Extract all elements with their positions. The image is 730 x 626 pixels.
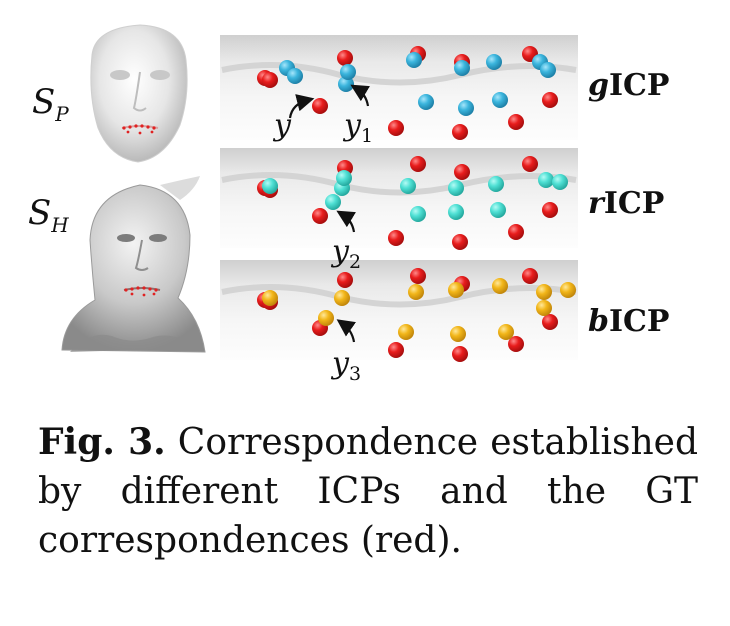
pred-sphere-gicp bbox=[406, 52, 422, 68]
gt-sphere-ricp bbox=[312, 208, 328, 224]
pred-sphere-bicp bbox=[450, 326, 466, 342]
pred-sphere-bicp bbox=[498, 324, 514, 340]
pred-sphere-gicp bbox=[454, 60, 470, 76]
gt-sphere-bicp bbox=[452, 346, 468, 362]
gt-sphere-bicp bbox=[522, 268, 538, 284]
pred-sphere-bicp bbox=[492, 278, 508, 294]
gt-sphere-ricp bbox=[508, 224, 524, 240]
panel-label-gicp: gICP bbox=[588, 68, 670, 103]
gt-sphere-bicp bbox=[410, 268, 426, 284]
face-sp-mask bbox=[90, 24, 188, 163]
pred-sphere-gicp bbox=[486, 54, 502, 70]
pred-sphere-ricp bbox=[538, 172, 554, 188]
label-sh: SH bbox=[28, 193, 69, 237]
gt-sphere-ricp bbox=[522, 156, 538, 172]
gt-sphere-ricp bbox=[454, 164, 470, 180]
gt-sphere-ricp bbox=[410, 156, 426, 172]
gt-sphere-gicp bbox=[452, 124, 468, 140]
label-y1: y1 bbox=[344, 108, 374, 147]
arrow-y bbox=[288, 94, 315, 119]
pred-sphere-bicp bbox=[262, 290, 278, 306]
pred-sphere-ricp bbox=[490, 202, 506, 218]
pred-sphere-gicp bbox=[492, 92, 508, 108]
pred-sphere-ricp bbox=[336, 170, 352, 186]
label-y3: y3 bbox=[332, 346, 362, 385]
gt-sphere-bicp bbox=[337, 272, 353, 288]
pred-sphere-gicp bbox=[418, 94, 434, 110]
pred-sphere-ricp bbox=[552, 174, 568, 190]
panel-label-ricp: rICP bbox=[588, 186, 665, 221]
arrow-y2 bbox=[336, 210, 356, 233]
sphere-layer bbox=[257, 46, 576, 362]
pred-sphere-gicp bbox=[287, 68, 303, 84]
gt-sphere-ricp bbox=[542, 202, 558, 218]
pred-sphere-ricp bbox=[262, 178, 278, 194]
gt-sphere-gicp bbox=[262, 72, 278, 88]
pred-sphere-bicp bbox=[408, 284, 424, 300]
gt-sphere-bicp bbox=[388, 342, 404, 358]
pred-sphere-bicp bbox=[560, 282, 576, 298]
pred-sphere-ricp bbox=[400, 178, 416, 194]
gt-sphere-gicp bbox=[337, 50, 353, 66]
gt-sphere-gicp bbox=[312, 98, 328, 114]
label-y: y bbox=[274, 108, 291, 143]
gt-sphere-bicp bbox=[542, 314, 558, 330]
panel-label-bicp: bICP bbox=[588, 304, 670, 339]
gt-sphere-gicp bbox=[508, 114, 524, 130]
pred-sphere-ricp bbox=[325, 194, 341, 210]
gt-sphere-gicp bbox=[542, 92, 558, 108]
pred-sphere-ricp bbox=[410, 206, 426, 222]
pred-sphere-bicp bbox=[318, 310, 334, 326]
caption-text: Correspondence established by different … bbox=[38, 422, 698, 561]
pred-sphere-bicp bbox=[398, 324, 414, 340]
arrow-y3 bbox=[336, 319, 357, 343]
figure-caption: Fig. 3. Correspondence established by di… bbox=[38, 418, 698, 565]
pred-sphere-gicp bbox=[340, 64, 356, 80]
pred-sphere-bicp bbox=[334, 290, 350, 306]
annotation-arrows bbox=[288, 84, 370, 343]
pred-sphere-ricp bbox=[488, 176, 504, 192]
gt-sphere-bicp bbox=[508, 336, 524, 352]
gt-sphere-ricp bbox=[452, 234, 468, 250]
gt-sphere-ricp bbox=[388, 230, 404, 246]
pred-sphere-gicp bbox=[338, 76, 354, 92]
label-y2: y2 bbox=[332, 234, 362, 273]
pred-sphere-ricp bbox=[448, 180, 464, 196]
pred-sphere-gicp bbox=[540, 62, 556, 78]
gt-sphere-gicp bbox=[388, 120, 404, 136]
label-sp: SP bbox=[32, 82, 69, 126]
pred-sphere-bicp bbox=[448, 282, 464, 298]
pred-sphere-bicp bbox=[536, 300, 552, 316]
figure-number: Fig. 3. bbox=[38, 421, 166, 463]
pred-sphere-gicp bbox=[458, 100, 474, 116]
pred-sphere-ricp bbox=[448, 204, 464, 220]
pred-sphere-bicp bbox=[536, 284, 552, 300]
arrow-y1 bbox=[350, 84, 370, 107]
face-sh-scan bbox=[61, 176, 206, 353]
